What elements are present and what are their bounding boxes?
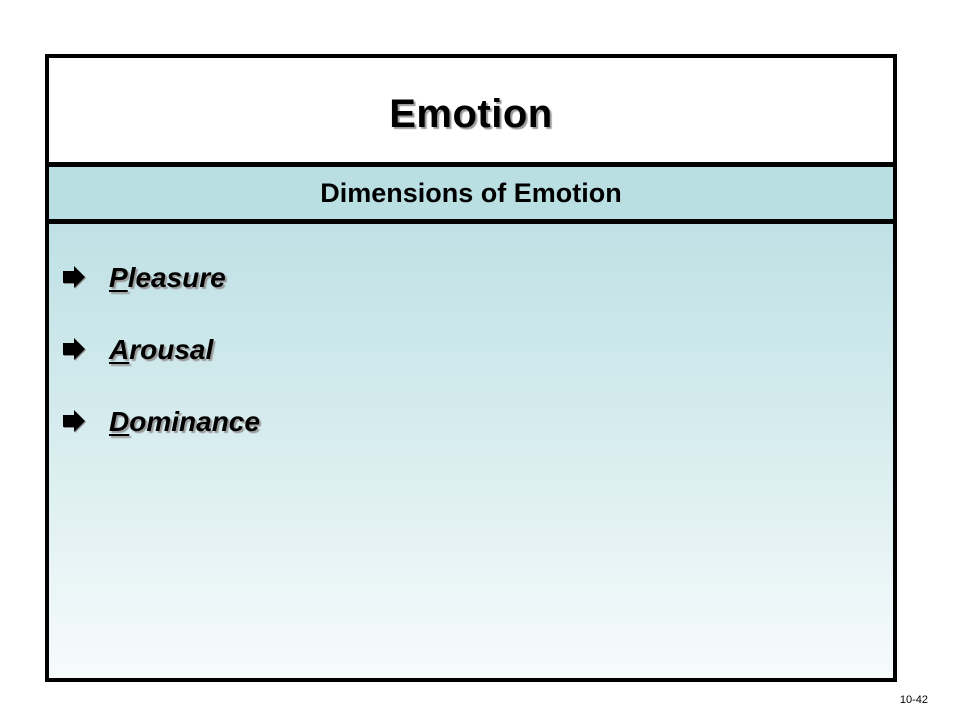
bullet-rest: ominance <box>129 406 260 437</box>
arrow-bullet-icon <box>63 338 86 361</box>
bullet-initial: D <box>109 406 130 437</box>
slide-frame: Emotion Dimensions of Emotion Pleasure <box>45 54 897 682</box>
bullet-rest: rousal <box>129 334 214 365</box>
content-area: Pleasure Arousal Dominance <box>49 224 893 678</box>
bullet-text: Arousal <box>109 334 213 366</box>
bullet-text: Pleasure <box>109 262 226 294</box>
slide-title: Emotion <box>389 91 553 136</box>
bullet-list: Pleasure Arousal Dominance <box>63 260 260 476</box>
bullet-rest: leasure <box>127 262 226 293</box>
arrow-bullet-icon <box>63 410 86 433</box>
bullet-item-pleasure: Pleasure <box>63 260 260 296</box>
bullet-initial: A <box>109 334 130 365</box>
slide-subtitle: Dimensions of Emotion <box>320 177 622 208</box>
page-number: 10-42 <box>899 694 928 706</box>
bullet-item-dominance: Dominance <box>63 404 260 440</box>
arrow-bullet-icon <box>63 266 86 289</box>
subtitle-band: Dimensions of Emotion <box>49 162 893 224</box>
bullet-text: Dominance <box>109 406 260 438</box>
bullet-initial: P <box>109 262 128 293</box>
bullet-item-arousal: Arousal <box>63 332 260 368</box>
title-area: Emotion <box>49 58 893 162</box>
